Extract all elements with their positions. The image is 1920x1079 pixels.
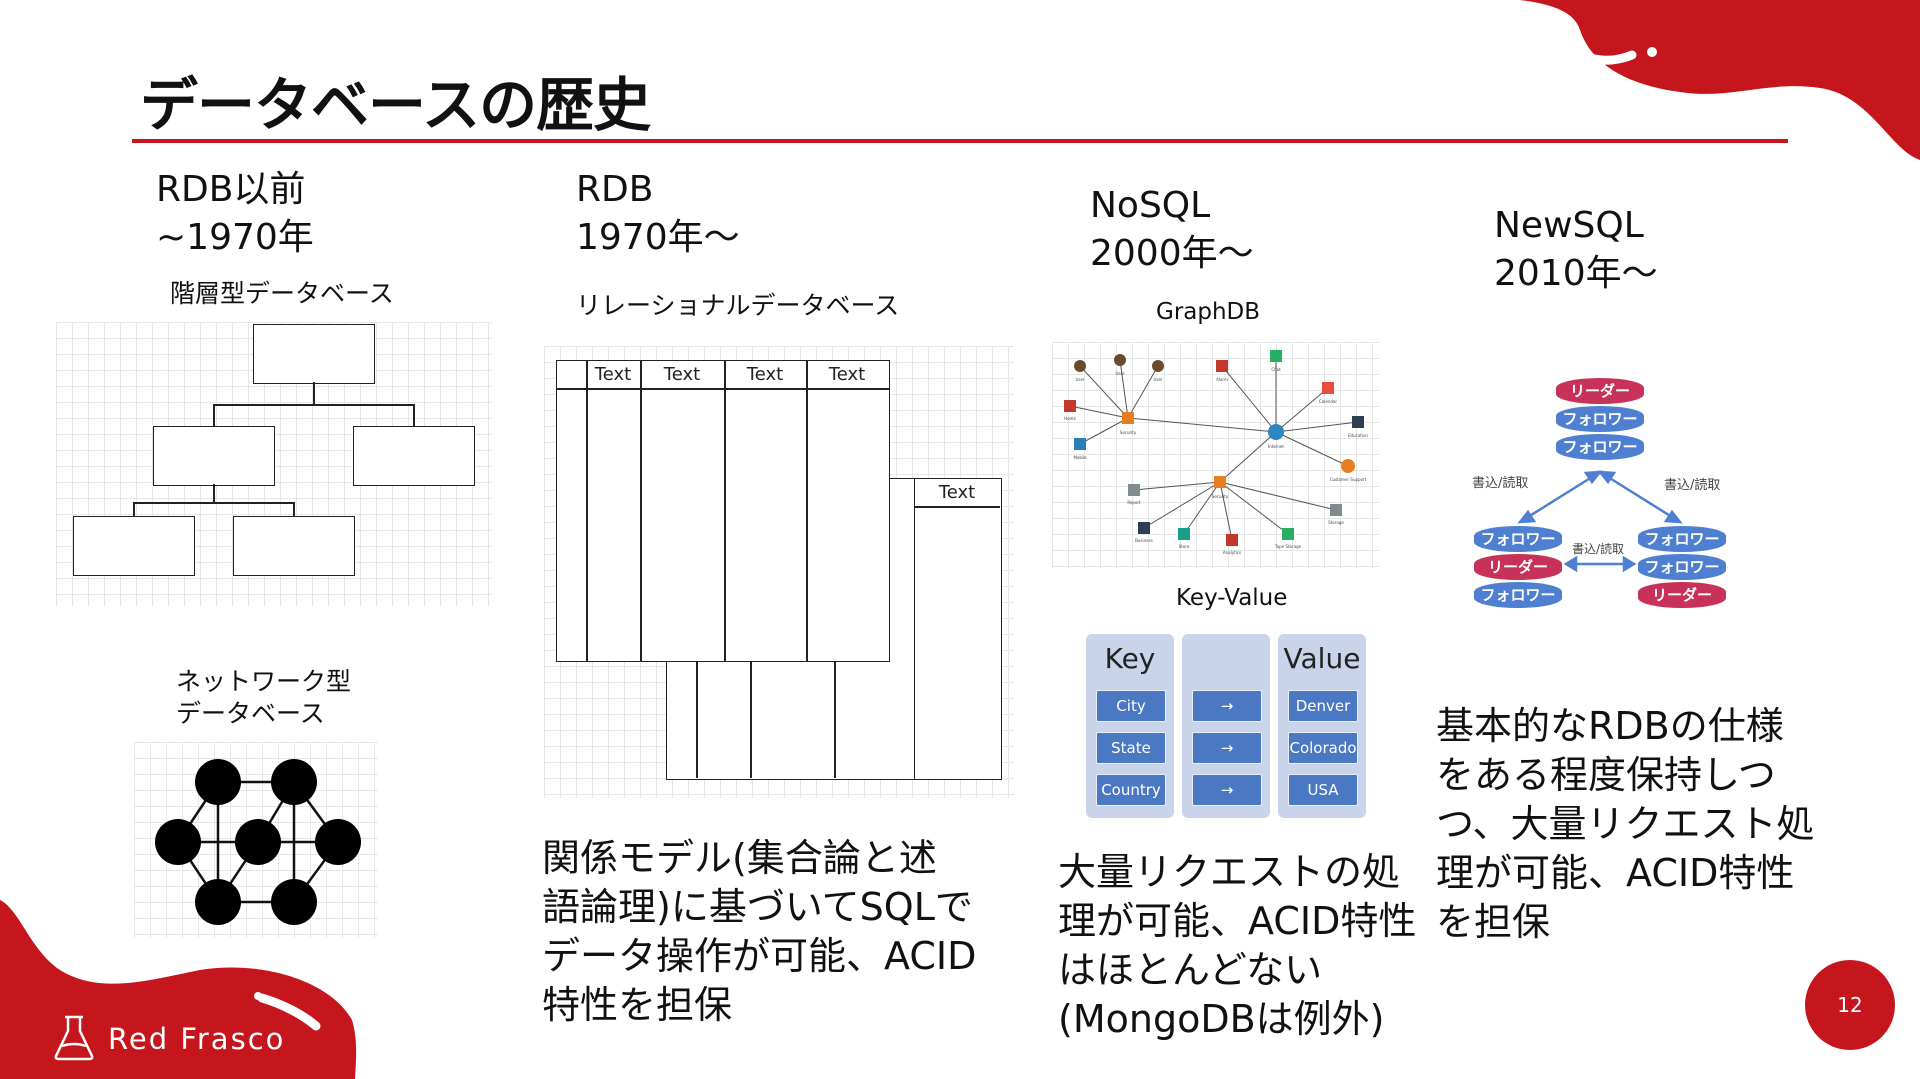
graph-node-label: Home	[1064, 416, 1076, 421]
graph-node-label: Mobile	[1073, 455, 1087, 460]
rdb-description: 関係モデル(集合論と述 語論理)に基づいてSQLで データ操作が可能、ACID …	[542, 836, 977, 1027]
rw-label-left: 書込/読取	[1472, 476, 1529, 491]
db-disk: フォロワー	[1556, 434, 1644, 460]
page-number: 12	[1805, 960, 1895, 1050]
graphdb-diagram: User User User Alarm Chat Calendar Home …	[1052, 342, 1380, 568]
graph-node-label: Calendar	[1319, 399, 1337, 404]
graph-node-label: Analytics	[1223, 550, 1241, 555]
kv-arrow-icon: →	[1192, 774, 1262, 806]
db-disk: フォロワー	[1474, 582, 1562, 608]
graph-node-label: Report	[1127, 500, 1141, 505]
graph-node-label: Education	[1348, 433, 1368, 438]
kv-key-cell: City	[1096, 690, 1166, 722]
graph-node-label: Security	[1212, 494, 1229, 499]
key-value-diagram: Key City State Country → → → Value Denve…	[1084, 634, 1366, 818]
kv-label: Key-Value	[1176, 585, 1288, 611]
graph-node-label: Tape Storage	[1274, 544, 1302, 549]
kv-value-cell: Denver	[1288, 690, 1358, 722]
graph-node-label: Chat	[1271, 367, 1281, 372]
kv-arrow-icon: →	[1192, 690, 1262, 722]
kv-value-cell: USA	[1288, 774, 1358, 806]
kv-value-cell: Colorado	[1288, 732, 1358, 764]
table-header-cell: Text	[594, 364, 632, 385]
pre-rdb-heading: RDB以前 ~1970年	[156, 169, 314, 258]
network-db-diagram	[134, 742, 378, 938]
db-disk: フォロワー	[1474, 526, 1562, 552]
table-header-cell: Text	[938, 482, 976, 503]
top-right-red-blob	[1520, 0, 1920, 160]
graph-node-label: Security	[1120, 430, 1137, 435]
rw-label-middle: 書込/読取	[1572, 542, 1625, 556]
kv-key-header: Key	[1104, 642, 1156, 675]
graph-node-label: User	[1075, 377, 1084, 382]
nosql-description: 大量リクエストの処 理が可能、ACID特性 はほとんどない (MongoDBは例…	[1058, 850, 1417, 1041]
slide-title: データベースの歴史	[140, 71, 651, 139]
graph-node-label: Store	[1179, 544, 1190, 549]
rdb-diagram-label: リレーショナルデータベース	[576, 291, 900, 320]
db-disk: リーダー	[1638, 582, 1726, 608]
table-header-cell: Text	[746, 364, 784, 385]
kv-arrow-icon: →	[1192, 732, 1262, 764]
graph-node-label: Storage	[1328, 520, 1344, 525]
kv-value-header: Value	[1283, 642, 1361, 675]
table-header-cell: Text	[828, 364, 866, 385]
db-disk: フォロワー	[1556, 406, 1644, 432]
hierarchical-db-label: 階層型データベース	[170, 279, 394, 308]
graphdb-label: GraphDB	[1156, 299, 1261, 325]
graph-node-label: Customer Support	[1330, 477, 1367, 482]
table-header-cell: Text	[663, 364, 701, 385]
graph-node-label: User	[1115, 371, 1124, 376]
graph-node-label: Internet	[1268, 444, 1284, 449]
db-disk: フォロワー	[1638, 554, 1726, 580]
kv-key-cell: Country	[1096, 774, 1166, 806]
nosql-heading: NoSQL 2000年～	[1090, 185, 1254, 274]
rw-label-right: 書込/読取	[1664, 478, 1721, 493]
flask-icon	[54, 1015, 94, 1061]
newsql-heading: NewSQL 2010年～	[1494, 205, 1658, 294]
relational-db-diagram: Text Text Text Text Text	[544, 346, 1014, 798]
graph-node-label: Alarm	[1216, 377, 1228, 382]
bottom-left-red-blob	[0, 900, 357, 1079]
db-disk: リーダー	[1474, 554, 1562, 580]
newsql-description: 基本的なRDBの仕様 をある程度保持しつ つ、大量リクエスト処 理が可能、ACI…	[1436, 704, 1815, 944]
newsql-diagram: リーダー フォロワー フォロワー フォロワー リーダー フォロワー フォロワー …	[1460, 376, 1740, 616]
db-disk: リーダー	[1556, 378, 1644, 404]
kv-key-cell: State	[1096, 732, 1166, 764]
db-disk: フォロワー	[1638, 526, 1726, 552]
title-underline	[132, 139, 1788, 143]
network-db-label: ネットワーク型 データベース	[176, 667, 352, 728]
brand-name: Red Frasco	[108, 1022, 286, 1056]
graph-node-label: Business	[1135, 538, 1153, 543]
graph-node-label: User	[1153, 377, 1162, 382]
rdb-heading: RDB 1970年～	[576, 169, 740, 258]
hierarchical-db-diagram	[56, 322, 492, 606]
